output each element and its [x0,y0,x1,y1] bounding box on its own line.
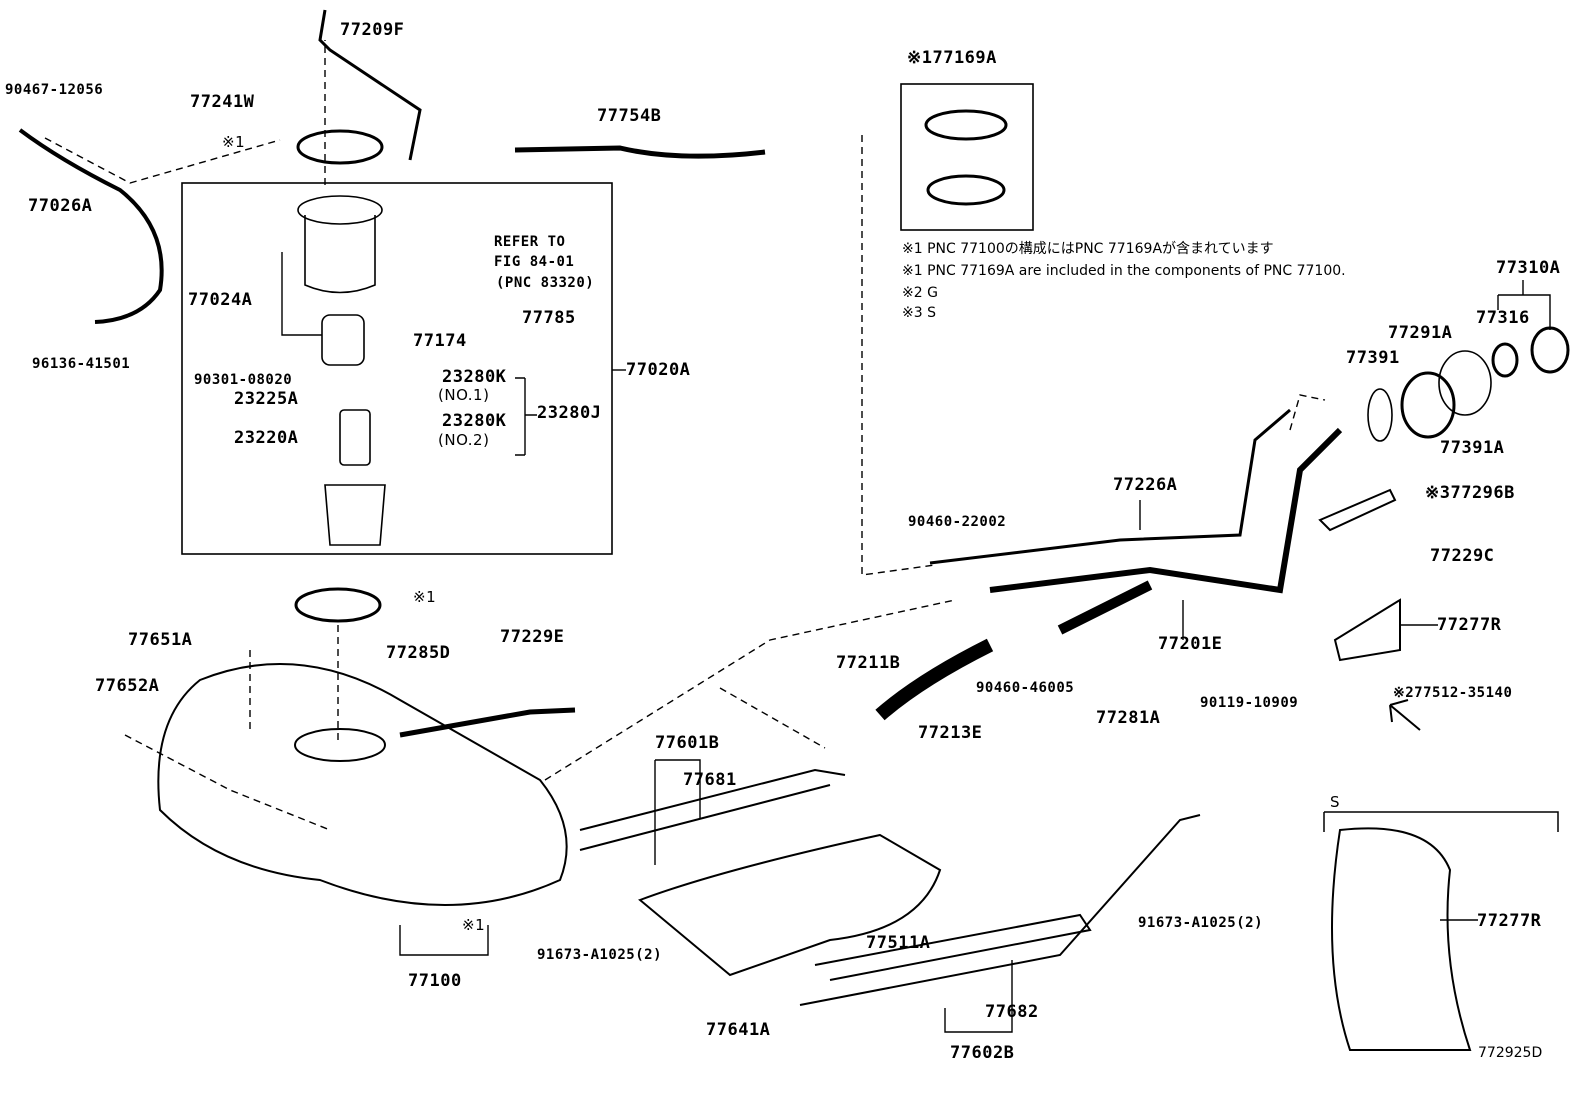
note-line: ※1 PNC 77100の構成にはPNC 77169Aが含まれています [902,241,1274,257]
pump-assembly-frame [181,182,613,555]
part-label: 90460-46005 [976,680,1075,696]
part-label: 77681 [683,770,737,790]
part-label: 90119-10909 [1200,695,1299,711]
figure-id: 772925D [1478,1045,1543,1061]
part-label: 23280K [442,411,507,431]
part-label: (NO.1) [438,386,490,404]
part-label: 77641A [706,1020,771,1040]
part-label: 77229E [500,627,565,647]
part-label: 77310A [1496,258,1561,278]
part-label: 77241W [190,92,255,112]
part-label: 23280K [442,367,507,387]
note-line: ※3 S [902,305,936,321]
part-label: 77209F [340,20,405,40]
part-label: 77281A [1096,708,1161,728]
part-label: 77601B [655,733,720,753]
part-label: 77285D [386,643,451,663]
reference-text: REFER TO [494,234,566,250]
part-label: 90460-22002 [908,514,1007,530]
part-label: 23225A [234,389,299,409]
part-label: 90467-12056 [5,82,104,98]
part-label: 77291A [1388,323,1453,343]
part-label: 77226A [1113,475,1178,495]
note-marker: ※1 [222,133,246,151]
part-label: ※377296B [1425,483,1515,503]
part-label: 77229C [1430,546,1495,566]
note-line: ※1 PNC 77169A are included in the compon… [902,263,1346,279]
part-label: 77511A [866,933,931,953]
lock-ring [296,129,384,165]
note-line: ※2 G [902,285,938,301]
part-label: ※277512-35140 [1393,685,1513,701]
part-label: 77785 [522,308,576,328]
variant-marker: S [1330,793,1341,811]
part-label: 77020A [626,360,691,380]
part-label: 77213E [918,723,983,743]
part-label: 77211B [836,653,901,673]
part-label: 77316 [1476,308,1530,328]
part-label: 77602B [950,1043,1015,1063]
part-label: 77026A [28,196,93,216]
part-label: 77754B [597,106,662,126]
part-label: 91673-A1025(2) [537,947,663,963]
part-label: 77277R [1477,911,1542,931]
part-label: 77024A [188,290,253,310]
part-label: 96136-41501 [32,356,131,372]
part-label: ※177169A [907,48,997,68]
part-label: (NO.2) [438,431,490,449]
part-label: 77391A [1440,438,1505,458]
reference-text: (PNC 83320) [496,275,595,291]
part-label: 23280J [537,403,602,423]
part-label: 77100 [408,971,462,991]
part-label: 77651A [128,630,193,650]
part-label: 90301-08020 [194,372,293,388]
part-label: 77682 [985,1002,1039,1022]
part-label: 23220A [234,428,299,448]
part-label: 77391 [1346,348,1400,368]
part-label: 77201E [1158,634,1223,654]
kit-frame [900,83,1034,231]
reference-text: FIG 84-01 [494,254,575,270]
part-label: 77174 [413,331,467,351]
note-marker: ※1 [462,916,486,934]
note-marker: ※1 [413,588,437,606]
part-label: 77652A [95,676,160,696]
part-label: 77277R [1437,615,1502,635]
part-label: 91673-A1025(2) [1138,915,1264,931]
